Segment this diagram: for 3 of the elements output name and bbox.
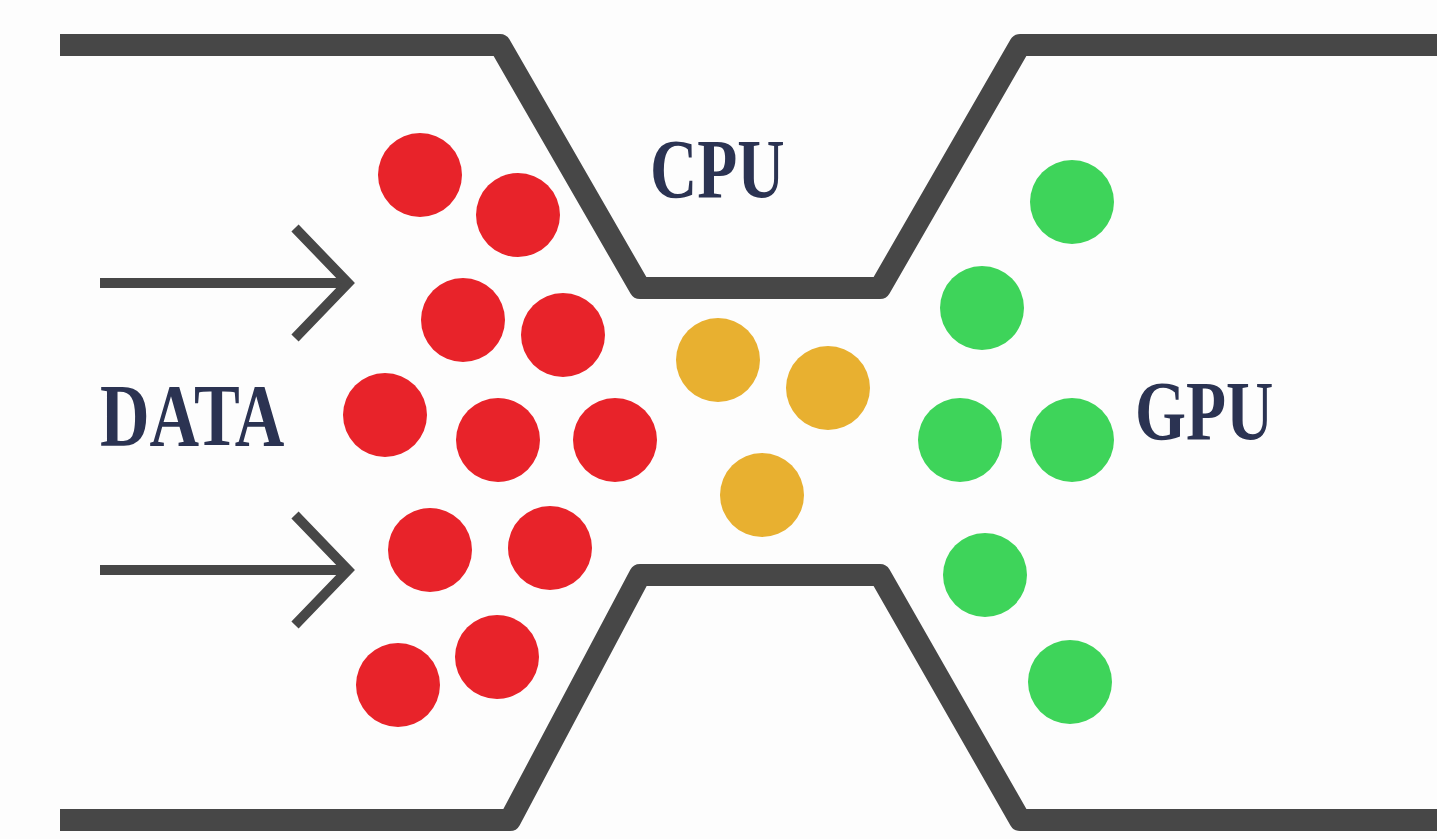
- label-text: CPU: [650, 128, 785, 212]
- label-text: GPU: [1135, 370, 1274, 454]
- label-text: DATA: [100, 372, 285, 460]
